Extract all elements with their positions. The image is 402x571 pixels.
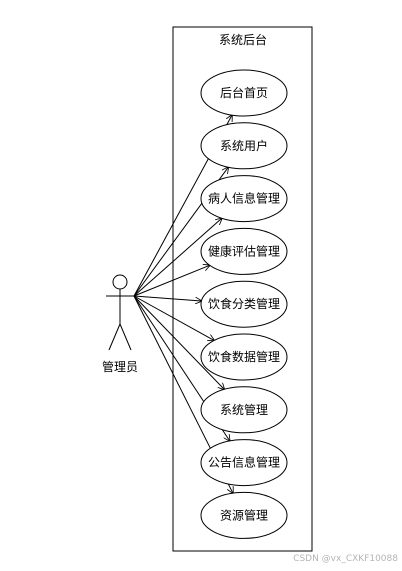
actor	[106, 274, 134, 351]
system-boundary	[172, 26, 313, 552]
use-case-label: 饮食数据管理	[208, 349, 280, 364]
system-title: 系统后台	[219, 32, 267, 47]
use-case-ellipse	[200, 175, 288, 223]
use-case-ellipse	[200, 333, 288, 381]
use-case-ellipse	[200, 386, 288, 434]
use-case-label: 系统用户	[220, 138, 268, 153]
use-case-label: 健康评估管理	[208, 243, 280, 258]
use-case-ellipse	[200, 69, 288, 117]
association-arrow	[133, 295, 214, 340]
association-arrow	[133, 295, 224, 389]
use-case-label: 系统管理	[220, 402, 268, 417]
watermark: CSDN @vx_CXKF10088	[293, 554, 398, 564]
actor-label: 管理员	[102, 359, 138, 374]
actor-right-leg	[119, 323, 132, 351]
association-arrow	[133, 265, 210, 297]
use-case-label: 公告信息管理	[208, 455, 280, 470]
use-case-label: 后台首页	[220, 85, 268, 100]
use-case-ellipse	[200, 227, 288, 275]
use-case-ellipse	[200, 491, 288, 539]
actor-head	[112, 274, 128, 290]
use-case-group: 后台首页系统用户病人信息管理健康评估管理饮食分类管理饮食数据管理系统管理公告信息…	[200, 69, 288, 539]
association-arrow	[133, 218, 222, 297]
use-case-label: 病人信息管理	[208, 191, 280, 206]
use-case-label: 资源管理	[220, 507, 268, 522]
actor-left-leg	[108, 323, 121, 351]
use-case-ellipse	[200, 280, 288, 328]
use-case-ellipse	[200, 439, 288, 487]
association-arrow	[133, 295, 201, 301]
use-case-ellipse	[200, 122, 288, 170]
use-case-label: 饮食分类管理	[208, 296, 280, 311]
